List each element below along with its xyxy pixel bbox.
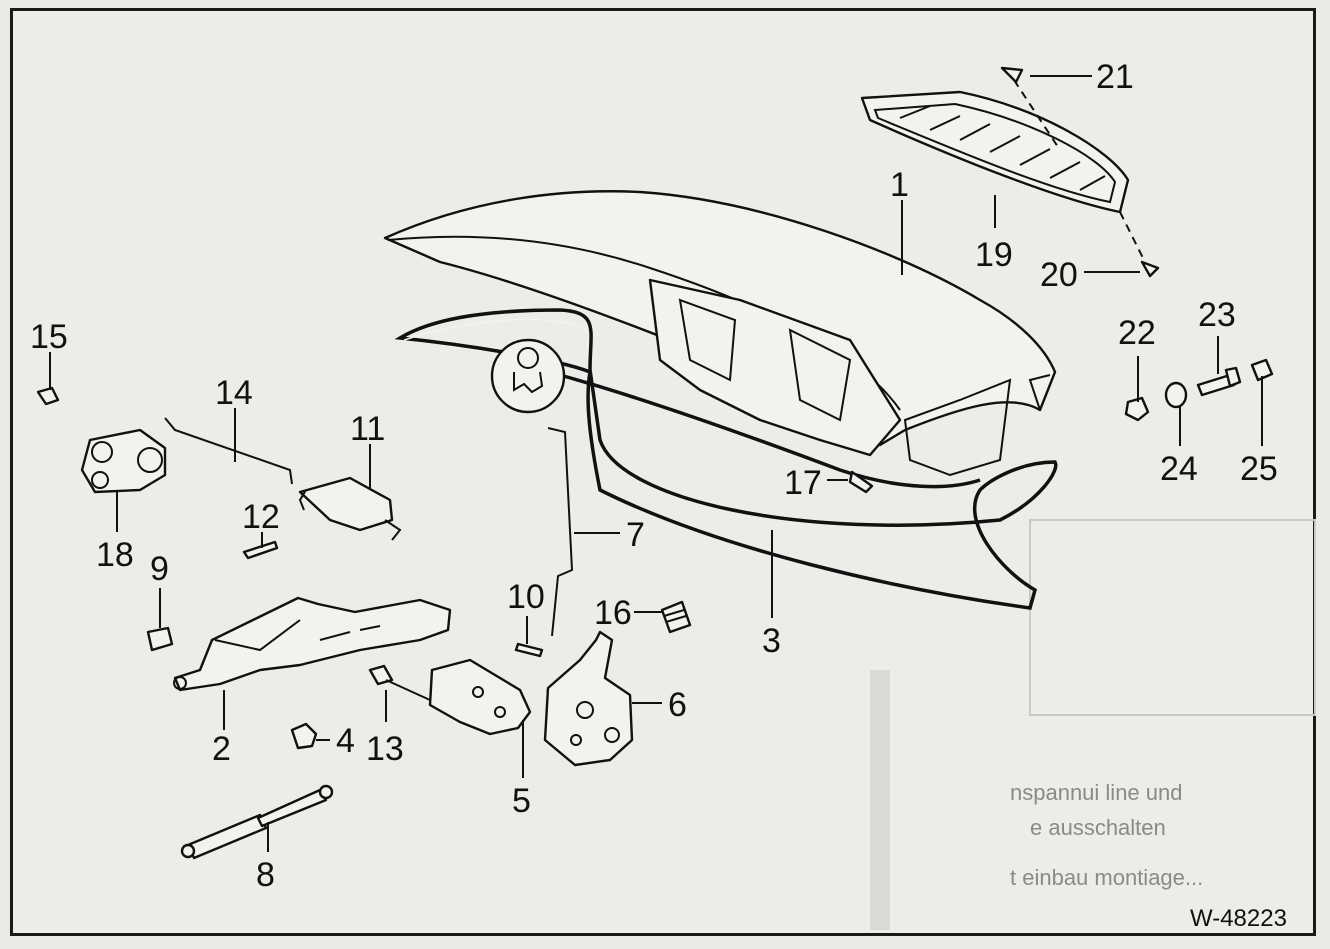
lock-part (543, 630, 634, 767)
retainer-clip-part (146, 626, 174, 652)
bolt-part (1196, 366, 1242, 397)
callout-23: 23 (1198, 296, 1236, 334)
nut-part (290, 722, 318, 750)
callout-1: 1 (890, 166, 909, 204)
brake-light-part (860, 90, 1130, 214)
callout-8: 8 (256, 856, 275, 894)
small-screw-part (242, 540, 279, 560)
lock-cylinder-part (80, 428, 167, 494)
rod-part (164, 417, 293, 485)
light-screw-top (1000, 66, 1024, 84)
callout-16: 16 (594, 594, 632, 632)
callout-12: 12 (242, 498, 280, 536)
callout-18: 18 (96, 536, 134, 574)
washer-part (1164, 381, 1188, 409)
callout-2: 2 (212, 730, 231, 768)
figure-reference: W-48223 (1190, 905, 1287, 932)
seal-clip-detail (490, 338, 566, 414)
callout-17: 17 (784, 464, 822, 502)
cap-part (1250, 358, 1274, 382)
bleed-text-1: nspannui line und (1010, 780, 1182, 805)
callout-20: 20 (1040, 256, 1078, 294)
bleed-text-3: t einbau montiage... (1010, 865, 1203, 890)
lock-rod-part (547, 427, 574, 637)
lid-screw-part (848, 470, 874, 494)
bleed-text-2: e ausschalten (1030, 815, 1166, 840)
seal-part (394, 308, 1058, 610)
callout-9: 9 (150, 550, 169, 588)
callout-7: 7 (626, 516, 645, 554)
spring-coils (663, 609, 687, 623)
actuator-part (298, 476, 402, 541)
callout-6: 6 (668, 686, 687, 724)
callout-21: 21 (1096, 58, 1134, 96)
callout-22: 22 (1118, 314, 1156, 352)
hinge-part (173, 596, 452, 692)
callout-25: 25 (1240, 450, 1278, 488)
bleed-column (870, 670, 890, 930)
callout-14: 14 (215, 374, 253, 412)
striker-part (428, 658, 532, 736)
buffer-part (1124, 396, 1150, 422)
trunk-lid-part (383, 190, 1057, 477)
bleed-box (1029, 519, 1316, 716)
clip-part (36, 386, 60, 406)
lock-screw-part (514, 642, 544, 658)
light-screw-bottom (1140, 260, 1160, 278)
callout-4: 4 (336, 722, 355, 760)
callout-10: 10 (507, 578, 545, 616)
callout-13: 13 (366, 730, 404, 768)
screw-line-bottom (1119, 211, 1146, 263)
callout-3: 3 (762, 622, 781, 660)
callout-15: 15 (30, 318, 68, 356)
gas-strut-part (180, 784, 334, 860)
callout-19: 19 (975, 236, 1013, 274)
callout-11: 11 (350, 410, 385, 448)
callout-5: 5 (512, 782, 531, 820)
bolt-13-shaft (385, 679, 431, 701)
callout-24: 24 (1160, 450, 1198, 488)
